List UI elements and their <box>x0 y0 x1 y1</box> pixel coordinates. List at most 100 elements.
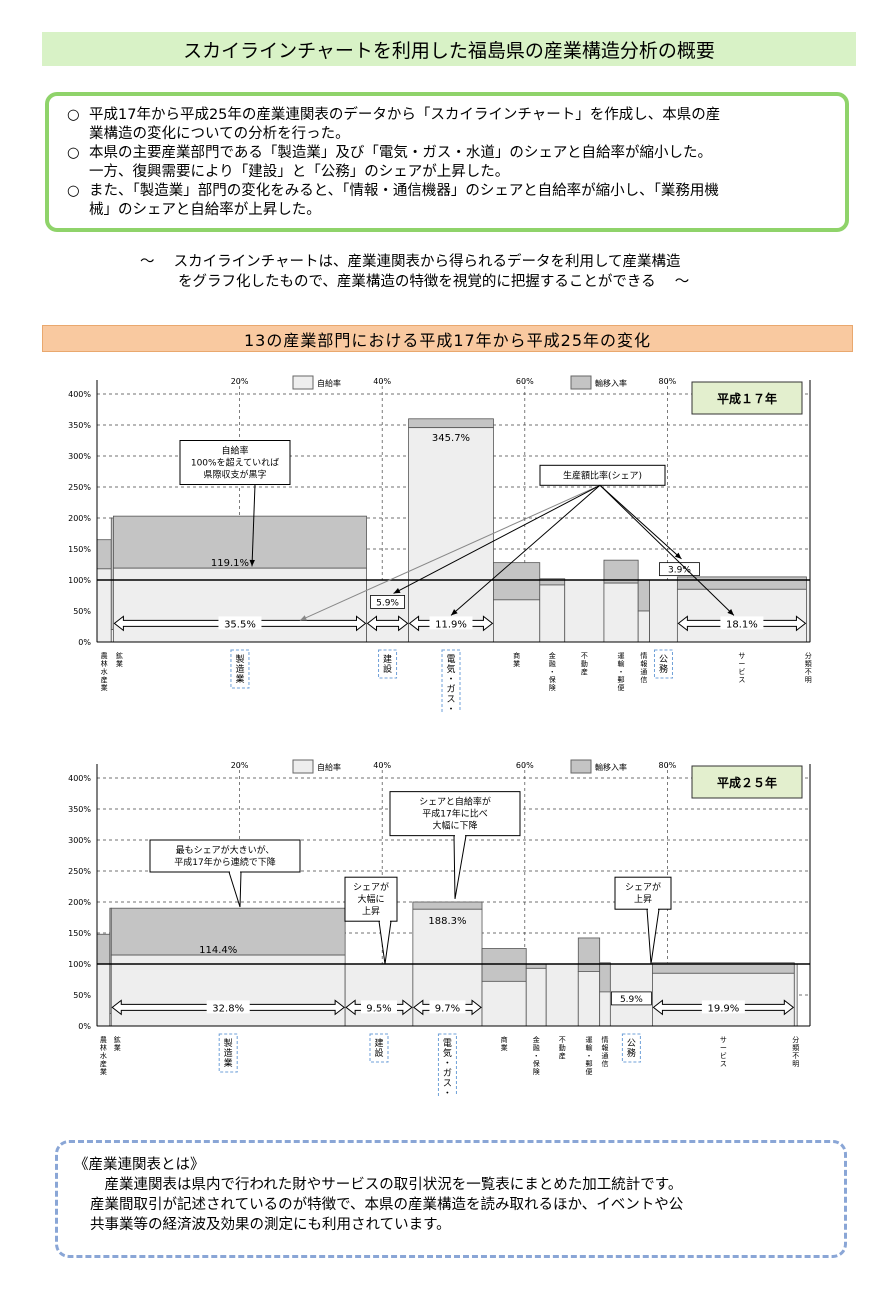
bar-import <box>481 948 527 982</box>
sector-label: 鉱 <box>116 651 123 660</box>
sector-label: 産 <box>100 1059 107 1068</box>
sector-label: 気 <box>446 663 455 675</box>
legend-label: 自給率 <box>317 378 341 388</box>
sector-label: 不 <box>581 652 588 660</box>
sector-label-box <box>230 649 250 689</box>
sector-label: 信 <box>602 1059 609 1068</box>
sector-label: ガ <box>443 1068 452 1079</box>
callout-text: 100%を超えていれば <box>191 457 279 469</box>
sector-label: 保 <box>549 675 556 684</box>
x-tick-label: 40% <box>373 377 391 386</box>
summary-line: 一方、復興需要により「建設」と「公務」のシェアが上昇した。 <box>89 164 510 180</box>
sector-label: ス <box>443 1079 452 1089</box>
sector-label: 類 <box>792 1043 799 1052</box>
summary-text: 平成17年から平成25年の産業連関表のデータから「スカイラインチャート」を作成し… <box>89 106 833 144</box>
page-title: スカイラインチャートを利用した福島県の産業構造分析の概要 <box>42 32 856 66</box>
sector-label: 産 <box>101 675 108 684</box>
sector-label: 農 <box>101 651 108 660</box>
sector-label: 産 <box>559 1051 566 1060</box>
bar-self <box>545 963 579 1027</box>
y-tick-label: 0% <box>78 638 91 647</box>
sector-label: 産 <box>581 667 588 676</box>
callout-self-rate <box>179 440 291 485</box>
sector-label: 情 <box>602 1035 609 1044</box>
share-label: 5.9% <box>376 598 399 608</box>
callout-text: 平成17年に比べ <box>422 808 487 820</box>
bar-self <box>344 963 414 1027</box>
callout-public-service-tail <box>646 908 660 965</box>
callout-construction <box>344 876 398 922</box>
bar-import <box>599 962 611 993</box>
callout-text: シェアが <box>625 881 661 893</box>
sector-label: 公 <box>659 654 668 665</box>
sector-label: 業 <box>235 673 244 685</box>
definition-line: 産業連関表は県内で行われた財やサービスの取引状況を一覧表にまとめた加工統計です。 <box>90 1177 683 1193</box>
sector-label: 気 <box>443 1047 452 1059</box>
sector-label: 分 <box>805 651 812 660</box>
summary-line: また、「製造業」部門の変化をみると、「情報・通信機器」のシェアと自給率が縮小し、… <box>89 183 719 199</box>
summary-line: 械」のシェアと自給率が上昇した。 <box>89 202 321 218</box>
summary-line: 本県の主要産業部門である「製造業」及び「電気・ガス・水道」のシェアと自給率が縮小… <box>89 145 713 161</box>
sector-label: 通 <box>640 667 647 676</box>
callout-text: シェアが <box>353 881 389 893</box>
sector-label-box <box>369 1033 389 1063</box>
definition-line: 共事業等の経済波及効果の測定にも利用されています。 <box>90 1217 451 1233</box>
sector-label: ビ <box>738 667 745 676</box>
sector-label: 明 <box>792 1060 799 1068</box>
sector-label: 運 <box>585 1035 592 1044</box>
y-tick-label: 150% <box>68 929 91 938</box>
callout-construction-tail <box>378 920 392 965</box>
bar-import <box>110 907 346 956</box>
callout-text: 上昇 <box>362 906 380 917</box>
bar-import <box>637 579 650 612</box>
sector-label: 情 <box>640 651 647 660</box>
bar-self <box>564 579 605 643</box>
callout-text: 大幅に <box>357 893 384 905</box>
sector-label: 融 <box>533 1043 540 1052</box>
value-label-bg <box>206 1000 250 1014</box>
self-rate-label: 114.4% <box>199 945 237 956</box>
bar-import <box>577 937 601 972</box>
sector-label: 便 <box>618 683 625 692</box>
callout-arrow-head <box>249 559 255 567</box>
summary-item: ○ 平成17年から平成25年の産業連関表のデータから「スカイラインチャート」を作… <box>67 106 833 144</box>
y-tick-label: 100% <box>68 576 91 585</box>
sector-label: ・ <box>618 668 625 676</box>
year-badge <box>691 765 803 799</box>
bar-self <box>493 599 541 643</box>
summary-item: ○ また、「製造業」部門の変化をみると、「情報・通信機器」のシェアと自給率が縮小… <box>67 182 833 220</box>
value-label-bg <box>218 616 262 630</box>
legend-label: 輸移入率 <box>595 378 627 388</box>
bar-self <box>599 991 611 1027</box>
skyline-chart-h17: 0%50%100%150%200%250%300%350%400%20%40%6… <box>68 375 812 712</box>
sector-label-box <box>218 1033 238 1073</box>
sector-label: 不 <box>805 668 812 676</box>
callout-text: 平成17年から連続で下降 <box>174 856 275 868</box>
share-label: 5.9% <box>620 995 643 1005</box>
summary-line: 業構造の変化についての分析を行った。 <box>89 126 350 142</box>
sector-label: 通 <box>602 1051 609 1060</box>
section-title: 13の産業部門における平成17年から平成25年の変化 <box>42 325 853 352</box>
share-label: 18.1% <box>726 619 758 630</box>
sector-label: 電 <box>446 654 455 665</box>
sector-label: ガ <box>446 684 455 695</box>
bar-self <box>481 980 527 1027</box>
bar-self <box>96 963 111 1027</box>
callout-manufacturing <box>149 839 301 873</box>
sector-label: ス <box>446 695 455 705</box>
value-label-bg <box>429 1000 466 1014</box>
y-tick-label: 250% <box>68 483 91 492</box>
x-tick-label: 60% <box>516 377 534 386</box>
self-rate-label: 345.7% <box>432 433 470 444</box>
bar-self <box>793 963 798 1027</box>
sector-label: 報 <box>602 1044 609 1052</box>
sector-label: 険 <box>549 683 556 692</box>
legend-swatch-self <box>292 375 314 390</box>
bar-self <box>637 610 650 643</box>
value-label-bg <box>720 616 764 630</box>
legend-swatch-self <box>292 759 314 774</box>
sector-label: 動 <box>559 1043 566 1052</box>
sector-label: 不 <box>792 1052 799 1060</box>
sector-label: 造 <box>224 1047 233 1059</box>
definition-box: 《産業連関表とは》 産業連関表は県内で行われた財やサービスの取引状況を一覧表にま… <box>55 1140 847 1258</box>
